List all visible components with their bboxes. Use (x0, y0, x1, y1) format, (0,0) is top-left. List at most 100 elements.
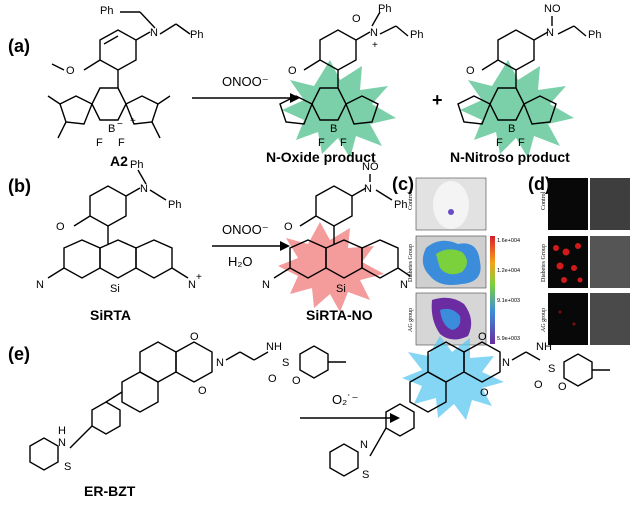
panel-b-label: (b) (8, 176, 31, 196)
atom-s: S (64, 461, 71, 473)
imaging-panel-c (415, 177, 495, 346)
er-bzt-structure: O N O NH S O O H N S (29, 331, 346, 473)
signal-heatmap-ag-core (440, 308, 461, 330)
atom-ph: Ph (100, 5, 113, 17)
reagent-e: O₂˙⁻ (332, 392, 358, 407)
atom-o: O (66, 65, 75, 77)
scale-tick: 5.9e+003 (497, 336, 520, 342)
row-label-ag: AG group (408, 308, 414, 332)
atom-b: B (108, 123, 115, 135)
red-cell (572, 322, 576, 326)
panel-c-label: (c) (392, 174, 414, 194)
animal-silhouette (433, 181, 469, 229)
imaging-panel-d (548, 178, 630, 345)
row-label-ag: AG group (541, 308, 547, 332)
atom-n: N (216, 357, 224, 369)
confocal-control-red (548, 178, 588, 230)
atom-ph: Ph (410, 29, 423, 41)
atom-si: Si (336, 283, 346, 295)
atom-f: F (96, 137, 103, 149)
confocal-ag-bright (590, 293, 630, 345)
atom-ph: Ph (378, 3, 391, 15)
atom-ph: Ph (130, 159, 143, 171)
atom-n: N (262, 279, 270, 291)
atom-n: N (188, 279, 196, 291)
colorbar (490, 236, 495, 344)
scale-tick: 9.1e+003 (497, 298, 520, 304)
atom-f: F (318, 137, 325, 149)
atom-o: O (198, 385, 207, 397)
charge-plus: + (130, 116, 136, 127)
atom-n: N (36, 279, 44, 291)
reagent-a: ONOO⁻ (222, 74, 269, 89)
n-nitroso-structure: N NO Ph O B F F (457, 3, 601, 158)
red-cell (558, 310, 562, 314)
a2-name: A2 (110, 153, 128, 169)
charge-minus: − (117, 119, 123, 130)
atom-o: O (284, 221, 293, 233)
atom-n: N (58, 437, 66, 449)
atom-s: S (362, 469, 369, 481)
confocal-diabetes-bright (590, 236, 630, 288)
atom-o: O (268, 373, 277, 385)
er-bzt-name: ER-BZT (84, 483, 136, 499)
fluorescence-glow-a1 (282, 60, 396, 158)
nitroso-group: NO (362, 161, 379, 173)
atom-h: H (58, 425, 66, 437)
sirta-name: SiRTA (90, 307, 131, 323)
n-oxide-structure: N + O Ph Ph O B F F (279, 3, 423, 158)
er-bzt-product-structure: O N O NH S O O N S (329, 331, 610, 481)
atom-b: B (330, 123, 337, 135)
atom-nh: NH (536, 341, 552, 353)
row-label-control: Control (408, 191, 414, 210)
sirta-structure: N Ph Ph O Si N N + (36, 159, 202, 295)
fluorescence-glow-b (278, 222, 384, 312)
panel-d-label: (d) (528, 174, 551, 194)
atom-o: O (534, 379, 543, 391)
product-n-nitroso: N-Nitroso product (450, 149, 570, 165)
plus-sign: + (432, 90, 443, 110)
red-cell (556, 262, 564, 270)
atom-n: N (360, 439, 368, 451)
red-cell (561, 277, 567, 283)
atom-n: N (140, 183, 148, 195)
atom-n: N (502, 357, 510, 369)
atom-ph: Ph (168, 199, 181, 211)
atom-o: O (288, 65, 297, 77)
atom-n: N (150, 27, 158, 39)
atom-n: N (364, 183, 372, 195)
atom-o: O (466, 65, 475, 77)
atom-s: S (548, 363, 555, 375)
confocal-ag-red (548, 293, 588, 345)
atom-ph: Ph (588, 29, 601, 41)
a2-structure: N Ph Ph O B − F F + (47, 5, 203, 149)
atom-s: S (282, 357, 289, 369)
sirta-no-name: SiRTA-NO (306, 307, 373, 323)
atom-o: O (480, 387, 489, 399)
atom-b: B (508, 123, 515, 135)
fluorescence-glow-a2 (460, 60, 574, 158)
signal-spot (448, 209, 454, 215)
nitroso-group: NO (544, 3, 561, 15)
atom-n: N (546, 27, 554, 39)
atom-ph: Ph (190, 29, 203, 41)
atom-f: F (118, 137, 125, 149)
atom-o: O (292, 375, 301, 387)
row-label-diabetes: Diabetes Group (541, 244, 547, 282)
atom-f: F (340, 137, 347, 149)
row-label-diabetes: Diabetes Group (408, 244, 414, 282)
signal-heatmap-core (436, 249, 467, 275)
charge-plus: + (196, 272, 202, 283)
atom-o: O (56, 221, 65, 233)
panel-a-label: (a) (8, 36, 30, 56)
atom-n: N (400, 279, 408, 291)
arrow-head-e (390, 413, 400, 423)
arrow-head-a (290, 93, 300, 103)
scale-tick: 1.2e+004 (497, 268, 520, 274)
atom-nh: NH (266, 341, 282, 353)
atom-f: F (518, 137, 525, 149)
product-n-oxide: N-Oxide product (266, 149, 376, 165)
row-label-control: Control (541, 191, 547, 210)
atom-o: O (352, 13, 361, 25)
